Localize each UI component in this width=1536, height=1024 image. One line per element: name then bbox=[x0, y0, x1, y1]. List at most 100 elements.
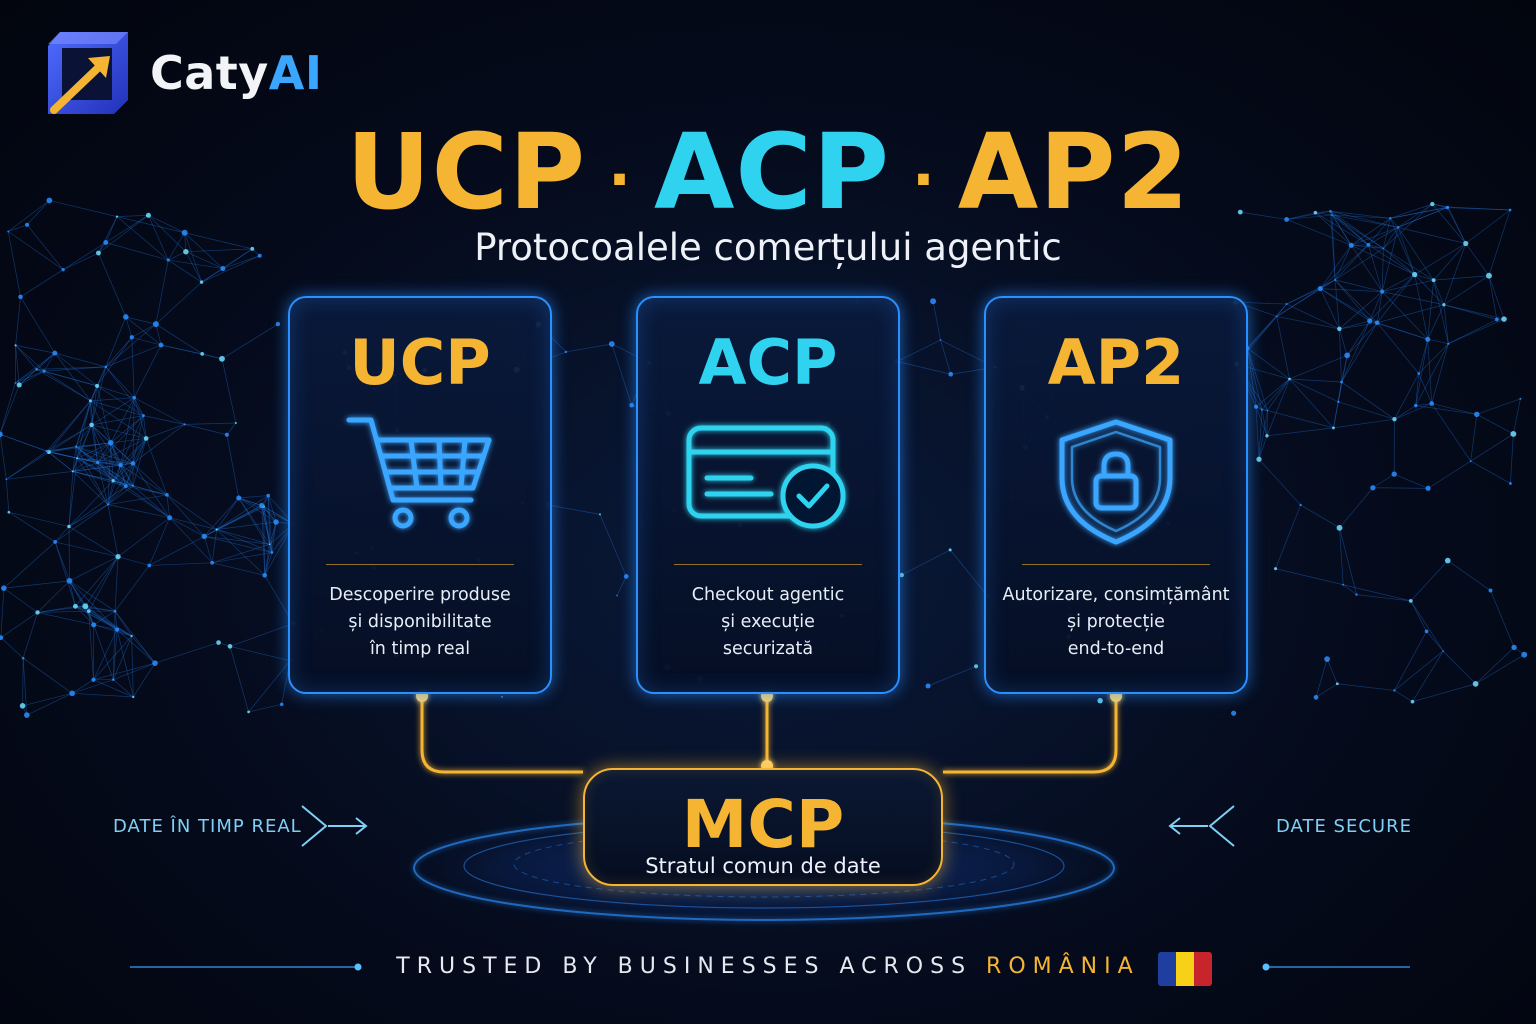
network-link bbox=[1266, 427, 1334, 437]
network-link bbox=[49, 200, 118, 217]
network-link bbox=[54, 352, 91, 402]
network-link bbox=[1383, 248, 1415, 275]
network-link bbox=[203, 536, 213, 563]
network-link bbox=[263, 506, 277, 523]
network-node bbox=[42, 369, 46, 373]
network-node bbox=[1410, 699, 1415, 704]
network-link bbox=[1397, 203, 1433, 228]
network-link bbox=[85, 605, 132, 637]
network-link bbox=[1286, 303, 1340, 330]
romania-flag-icon bbox=[1158, 952, 1212, 986]
network-link bbox=[221, 323, 279, 360]
network-link bbox=[1476, 413, 1514, 435]
desc-line: și execuție bbox=[721, 612, 815, 632]
network-link bbox=[1247, 348, 1263, 410]
network-link bbox=[48, 424, 92, 453]
network-link bbox=[1443, 650, 1476, 685]
network-node bbox=[1275, 315, 1278, 318]
network-link bbox=[1315, 212, 1333, 216]
network-link bbox=[1338, 328, 1342, 383]
network-node bbox=[86, 609, 91, 613]
network-link bbox=[72, 471, 134, 487]
network-link bbox=[36, 366, 106, 370]
network-link bbox=[48, 451, 98, 463]
network-link bbox=[1331, 214, 1391, 219]
network-link bbox=[168, 259, 202, 283]
network-link bbox=[1510, 433, 1514, 484]
network-link bbox=[1286, 212, 1316, 220]
network-link bbox=[75, 446, 121, 466]
network-link bbox=[113, 480, 126, 487]
network-node bbox=[1431, 278, 1436, 283]
network-node bbox=[183, 248, 189, 255]
network-node bbox=[132, 395, 137, 400]
network-node bbox=[279, 702, 284, 707]
network-link bbox=[1338, 381, 1342, 402]
network-link bbox=[90, 400, 112, 443]
network-link bbox=[97, 462, 109, 505]
network-node bbox=[0, 431, 3, 438]
network-link bbox=[71, 679, 94, 694]
network-link bbox=[1330, 211, 1336, 280]
network-link bbox=[212, 562, 265, 576]
network-node bbox=[1445, 205, 1450, 210]
network-link bbox=[1247, 303, 1287, 349]
network-link bbox=[212, 552, 272, 564]
network-link bbox=[91, 424, 111, 444]
network-link bbox=[1315, 212, 1352, 246]
network-node bbox=[1334, 278, 1337, 281]
network-link bbox=[76, 457, 126, 487]
network-link bbox=[46, 450, 98, 463]
network-link bbox=[97, 462, 134, 487]
network-node bbox=[216, 640, 221, 645]
network-link bbox=[1470, 414, 1478, 462]
network-link bbox=[1315, 659, 1328, 698]
network-link bbox=[1383, 203, 1433, 249]
network-link bbox=[48, 446, 77, 453]
network-node bbox=[89, 422, 94, 428]
network-node bbox=[112, 678, 115, 681]
network-link bbox=[8, 200, 50, 232]
network-link bbox=[93, 624, 118, 630]
card-acp: ACP Checkout agentic și execuție securiz… bbox=[636, 296, 900, 694]
network-node bbox=[275, 321, 281, 327]
network-link bbox=[132, 485, 170, 518]
network-link bbox=[1339, 328, 1348, 356]
network-node bbox=[1374, 320, 1380, 326]
network-link bbox=[75, 446, 126, 487]
network-node bbox=[1337, 326, 1342, 332]
card-ucp: UCP Descoperire produse și disponibilita… bbox=[288, 296, 552, 694]
network-node bbox=[111, 479, 115, 483]
side-label-right: DATE SECURE bbox=[1276, 816, 1412, 837]
network-link bbox=[91, 424, 121, 466]
network-link bbox=[1319, 245, 1352, 289]
network-link bbox=[261, 505, 277, 523]
network-node bbox=[1412, 271, 1418, 278]
network-link bbox=[1377, 322, 1428, 340]
network-link bbox=[1326, 659, 1338, 684]
network-link bbox=[8, 511, 70, 527]
network-link bbox=[54, 504, 109, 543]
network-link bbox=[0, 637, 24, 659]
network-link bbox=[1448, 318, 1505, 345]
network-link bbox=[112, 611, 116, 680]
network-node bbox=[1488, 588, 1493, 593]
network-node bbox=[91, 622, 97, 628]
network-link bbox=[105, 337, 133, 368]
network-link bbox=[6, 450, 48, 480]
network-link bbox=[69, 580, 76, 607]
network-node bbox=[1442, 303, 1446, 307]
network-link bbox=[85, 605, 118, 630]
network-link bbox=[1300, 504, 1340, 529]
network-link bbox=[184, 232, 253, 250]
network-link bbox=[90, 400, 92, 425]
title-ucp: UCP bbox=[346, 111, 587, 233]
network-link bbox=[1255, 378, 1290, 408]
network-link bbox=[1346, 320, 1370, 356]
network-node bbox=[623, 574, 629, 579]
network-link bbox=[120, 465, 127, 487]
network-link bbox=[3, 541, 56, 589]
network-link bbox=[222, 255, 260, 269]
network-link bbox=[1398, 227, 1466, 244]
network-link bbox=[125, 316, 133, 338]
